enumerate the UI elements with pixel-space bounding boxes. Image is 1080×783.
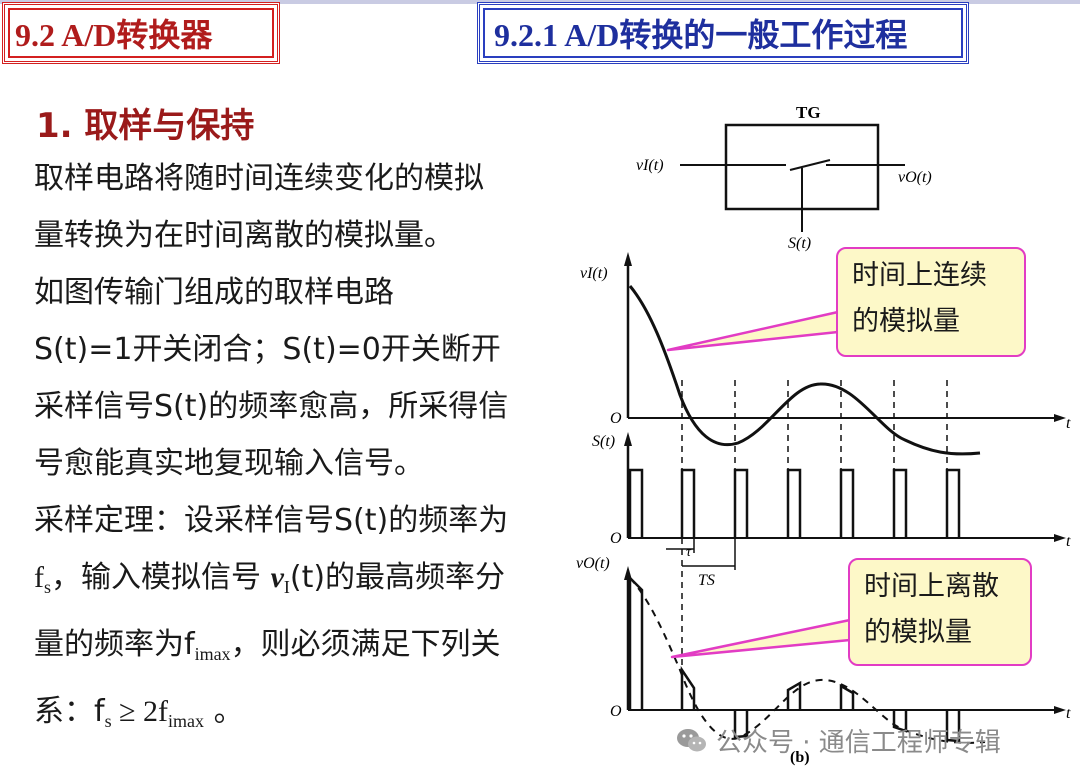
period-markers (666, 538, 736, 570)
tg-label: TG (796, 103, 821, 122)
t-axis-label: t (1066, 533, 1071, 550)
sample (839, 683, 855, 710)
sample (892, 710, 908, 733)
origin-label: O (610, 530, 622, 547)
text-line: 取样电路将随时间连续变化的模拟 (34, 161, 484, 196)
fs-subscript: s (104, 711, 112, 731)
y-axis-label: S(t) (592, 433, 615, 450)
ts-label: TS (698, 572, 715, 589)
watermark: 公众号 · 通信工程师专辑 (676, 722, 1001, 759)
x-axis-arrow (1054, 534, 1066, 542)
plot-sampling-pulses: S(t) O t τ TS (592, 380, 1071, 680)
text-line-fs: fs，输入模拟信号 vI(t)的最高频率分 (34, 549, 574, 616)
tg-output-label: vO(t) (898, 169, 932, 186)
subsection-header: 9.2.1 A/D转换的一般工作过程 (477, 2, 969, 64)
plot-input-signal: vI(t) O t (580, 252, 1071, 456)
pulse (945, 468, 961, 538)
text-fragment: (t)的最高频率分 (289, 560, 506, 595)
text-fragment: 量的频率为f (34, 627, 195, 662)
tg-control-label: S(t) (788, 235, 811, 252)
wechat-icon (677, 728, 706, 751)
sample (680, 665, 696, 710)
fimax-subscript: imax (194, 644, 231, 664)
pulse (786, 468, 802, 538)
vi-subscript: I (283, 577, 290, 597)
watermark-text: 公众号 · 通信工程师专辑 (716, 728, 1001, 758)
tg-input-label: vI(t) (636, 157, 664, 174)
x-axis-arrow (1054, 706, 1066, 714)
text-line: 如图传输门组成的取样电路 (34, 275, 394, 310)
origin-label: O (610, 410, 622, 427)
body-text: 取样电路将随时间连续变化的模拟 量转换为在时间离散的模拟量。 如图传输门组成的取… (34, 150, 574, 750)
text-line: 量转换为在时间离散的模拟量。 (34, 218, 454, 253)
callout-pointer-continuous (666, 310, 840, 352)
callout-line: 的模拟量 (852, 306, 960, 337)
figure-caption: (b) (790, 749, 810, 766)
text-fragment: ，则必须满足下列关 (230, 627, 501, 662)
tg-switch-diagram: TG vI(t) vO(t) S(t) (636, 103, 932, 252)
text-line: 采样信号S(t)的频率愈高，所采得信 (34, 389, 509, 424)
text-fragment: 。 (204, 694, 244, 729)
callout-discrete: 时间上离散 的模拟量 (848, 558, 1032, 666)
text-fragment: ≥ 2f (111, 695, 169, 728)
callout-continuous: 时间上连续 的模拟量 (836, 247, 1026, 357)
y-axis-arrow (624, 432, 632, 446)
callout-pointer-discrete (670, 618, 852, 659)
t-axis-label: t (1066, 705, 1071, 722)
sample (628, 574, 644, 710)
origin-label: O (610, 703, 622, 720)
pulse-train (628, 468, 961, 538)
subsection-title: 9.2.1 A/D转换的一般工作过程 (494, 17, 908, 53)
y-axis-arrow (624, 252, 632, 266)
text-fragment: ，输入模拟信号 (51, 560, 271, 595)
y-axis-label: vI(t) (580, 265, 608, 282)
tg-switch-blade (789, 159, 831, 171)
x-axis-arrow (1054, 414, 1066, 422)
pulse (628, 468, 644, 538)
text-line: S(t)=1开关闭合；S(t)=0开关断开 (34, 332, 501, 367)
fs-symbol: f (34, 561, 44, 594)
text-line-formula: 系：fs ≥ 2fimax 。 (34, 683, 574, 750)
callout-line: 的模拟量 (864, 617, 972, 648)
callout-line: 时间上连续 (852, 260, 987, 291)
sample (786, 680, 802, 710)
pulse (733, 468, 749, 538)
text-line: 采样定理：设采样信号S(t)的频率为 (34, 503, 509, 538)
t-axis-label: t (1066, 415, 1071, 432)
chapter-title: 9.2 A/D转换器 (15, 17, 213, 53)
sample (733, 710, 749, 739)
pulse (680, 468, 696, 538)
text-line: 号愈能真实地复现输入信号。 (34, 446, 424, 481)
callout-line: 时间上离散 (864, 571, 999, 602)
sampling-figure: TG vI(t) vO(t) S(t) vI(t) O t S(t) O t (576, 103, 1071, 766)
sample-guide-lines (681, 380, 948, 680)
text-fragment: 系：f (34, 694, 105, 729)
fs-subscript: s (44, 577, 52, 597)
sample (945, 710, 961, 743)
input-signal-curve (628, 285, 981, 456)
pulse (892, 468, 908, 538)
pulse (839, 468, 855, 538)
y-axis-label: vO(t) (576, 555, 610, 572)
text-line-fimax: 量的频率为fimax，则必须满足下列关 (34, 616, 574, 683)
sampled-pulses (628, 574, 961, 743)
chapter-header: 9.2 A/D转换器 (2, 2, 280, 64)
tau-label: τ (686, 545, 692, 560)
vi-symbol: v (270, 561, 284, 594)
section-title: 1. 取样与保持 (36, 106, 255, 146)
fimax-subscript: imax (168, 711, 205, 731)
